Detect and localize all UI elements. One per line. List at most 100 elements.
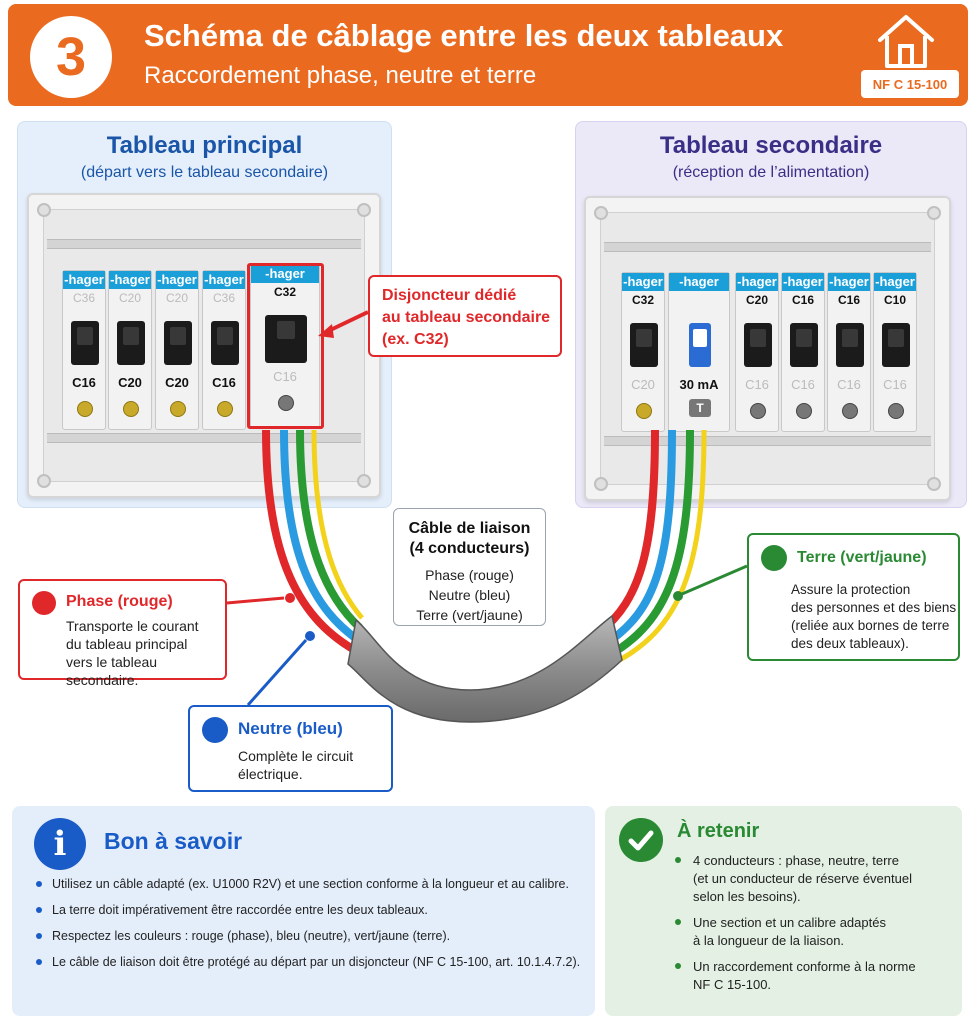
brand-label: -hager xyxy=(156,271,198,289)
header-banner: 3 Schéma de câblage entre les deux table… xyxy=(8,4,968,106)
neutre-wire-left xyxy=(280,429,361,644)
breaker-lever[interactable] xyxy=(265,315,307,363)
terminal-screw-icon xyxy=(796,403,812,419)
terre-marker-icon xyxy=(673,591,683,601)
terre-dot-icon xyxy=(761,545,787,571)
dedicated-breaker-callout: Disjoncteur dédié au tableau secondaire … xyxy=(368,275,562,357)
terre-title: Terre (vert/jaune) xyxy=(797,549,927,566)
breaker-rating: C16 xyxy=(837,377,861,392)
breaker-rating-top: C20 xyxy=(118,291,141,305)
breaker-lever[interactable] xyxy=(164,321,192,365)
breaker-4[interactable]: -hager C16 C16 xyxy=(781,272,825,432)
terminal-screw-icon xyxy=(750,403,766,419)
screw-icon xyxy=(594,206,608,220)
info-item: Le câble de liaison doit être protégé au… xyxy=(34,954,580,970)
din-rail xyxy=(604,436,931,446)
info-item: La terre doit impérativement être raccor… xyxy=(34,902,580,918)
breaker-lever[interactable] xyxy=(117,321,145,365)
breaker-6[interactable]: -hager C10 C16 xyxy=(873,272,917,432)
info-icon: i xyxy=(34,818,86,870)
secondary-panel-subtitle: (réception de l’alimentation) xyxy=(672,164,870,181)
phase-wire-left xyxy=(262,429,360,656)
breaker-rating: C16 xyxy=(883,377,907,392)
neutre-title: Neutre (bleu) xyxy=(238,719,343,738)
brand-label: -hager xyxy=(203,271,245,289)
neutre-marker-icon xyxy=(305,631,315,641)
neutre-callout: Neutre (bleu) Complète le circuit électr… xyxy=(188,705,393,792)
differential-switch[interactable]: -hager 30 mA T xyxy=(668,272,730,432)
terminal-screw-icon xyxy=(278,395,294,411)
phase-callout: Phase (rouge) Transporte le courant du t… xyxy=(18,579,227,688)
info-item: Utilisez un câble adapté (ex. U1000 R2V)… xyxy=(34,876,580,892)
terre-callout: Terre (vert/jaune) Assure la protection … xyxy=(747,533,960,661)
breaker-rating-top: C20 xyxy=(745,293,768,307)
brand-label: -hager xyxy=(63,271,105,289)
neutre-text: Complète le circuit électrique. xyxy=(238,748,354,782)
dedicated-breaker-c32[interactable]: -hager C32 C16 xyxy=(250,264,320,428)
din-rail xyxy=(47,433,361,443)
breaker-lever[interactable] xyxy=(836,323,864,367)
brand-label: -hager xyxy=(874,273,916,291)
breaker-5[interactable]: -hager C16 C16 xyxy=(827,272,871,432)
terre-text: Assure la protection des personnes et de… xyxy=(791,582,957,651)
cable-title: Câble de liaison (4 conducteurs) xyxy=(408,520,531,557)
breaker-rating: C20 xyxy=(118,375,142,390)
breaker-1[interactable]: -hager C36 C16 xyxy=(62,270,106,430)
info-title: Bon à savoir xyxy=(104,828,243,854)
breaker-rating: C16 xyxy=(273,369,297,384)
terre-wire-left-yellow xyxy=(311,429,364,620)
terminal-screw-icon xyxy=(170,401,186,417)
screw-icon xyxy=(357,203,371,217)
breaker-rating: C16 xyxy=(791,377,815,392)
main-panel-subtitle: (départ vers le tableau secondaire) xyxy=(80,164,329,181)
breaker-lever[interactable] xyxy=(882,323,910,367)
brand-label: -hager xyxy=(782,273,824,291)
breaker-4[interactable]: -hager C36 C16 xyxy=(202,270,246,430)
terminal-screw-icon xyxy=(123,401,139,417)
screw-icon xyxy=(927,477,941,491)
breaker-lever[interactable] xyxy=(211,321,239,365)
breaker-rating: C16 xyxy=(745,377,769,392)
terminal-screw-icon xyxy=(888,403,904,419)
breaker-lever[interactable] xyxy=(744,323,772,367)
secondary-panel-title: Tableau secondaire xyxy=(659,132,883,159)
breaker-rating: C20 xyxy=(631,377,655,392)
breaker-main-c32[interactable]: -hager C32 C20 xyxy=(621,272,665,432)
terre-wire-right-yellow xyxy=(610,429,707,667)
screw-icon xyxy=(594,477,608,491)
phase-marker-icon xyxy=(285,593,295,603)
main-panel-title: Tableau principal xyxy=(106,132,303,159)
brand-label: -hager xyxy=(736,273,778,291)
breaker-3[interactable]: -hager C20 C20 xyxy=(155,270,199,430)
arrow-neutre xyxy=(246,639,308,706)
din-rail xyxy=(604,242,931,252)
house-icon xyxy=(878,15,934,68)
differential-lever[interactable] xyxy=(689,323,711,367)
screw-icon xyxy=(357,474,371,488)
test-button[interactable]: T xyxy=(689,399,711,417)
terminal-screw-icon xyxy=(636,403,652,419)
page-title: Schéma de câblage entre les deux tableau… xyxy=(144,18,784,53)
breaker-rating: 30 mA xyxy=(679,377,719,392)
breaker-lever[interactable] xyxy=(790,323,818,367)
keep-item: 4 conducteurs : phase, neutre, terre (et… xyxy=(673,852,953,906)
screw-icon xyxy=(927,206,941,220)
breaker-rating-top: C32 xyxy=(631,293,654,307)
breaker-lever[interactable] xyxy=(630,323,658,367)
arrow-terre xyxy=(681,564,748,596)
breaker-rating-top: C20 xyxy=(165,291,188,305)
breaker-lever[interactable] xyxy=(71,321,99,365)
brand-label: -hager xyxy=(251,265,319,283)
breaker-3[interactable]: -hager C20 C16 xyxy=(735,272,779,432)
terre-wire-right-green xyxy=(606,429,694,660)
keep-item: Un raccordement conforme à la norme NF C… xyxy=(673,958,953,994)
breaker-rating: C16 xyxy=(72,375,96,390)
brand-label: -hager xyxy=(828,273,870,291)
din-rail xyxy=(47,239,361,249)
phase-text: Transporte le courant du tableau princip… xyxy=(66,618,199,688)
terminal-screw-icon xyxy=(842,403,858,419)
keep-title: À retenir xyxy=(677,820,760,842)
breaker-2[interactable]: -hager C20 C20 xyxy=(108,270,152,430)
breaker-rating-top: C36 xyxy=(72,291,95,305)
